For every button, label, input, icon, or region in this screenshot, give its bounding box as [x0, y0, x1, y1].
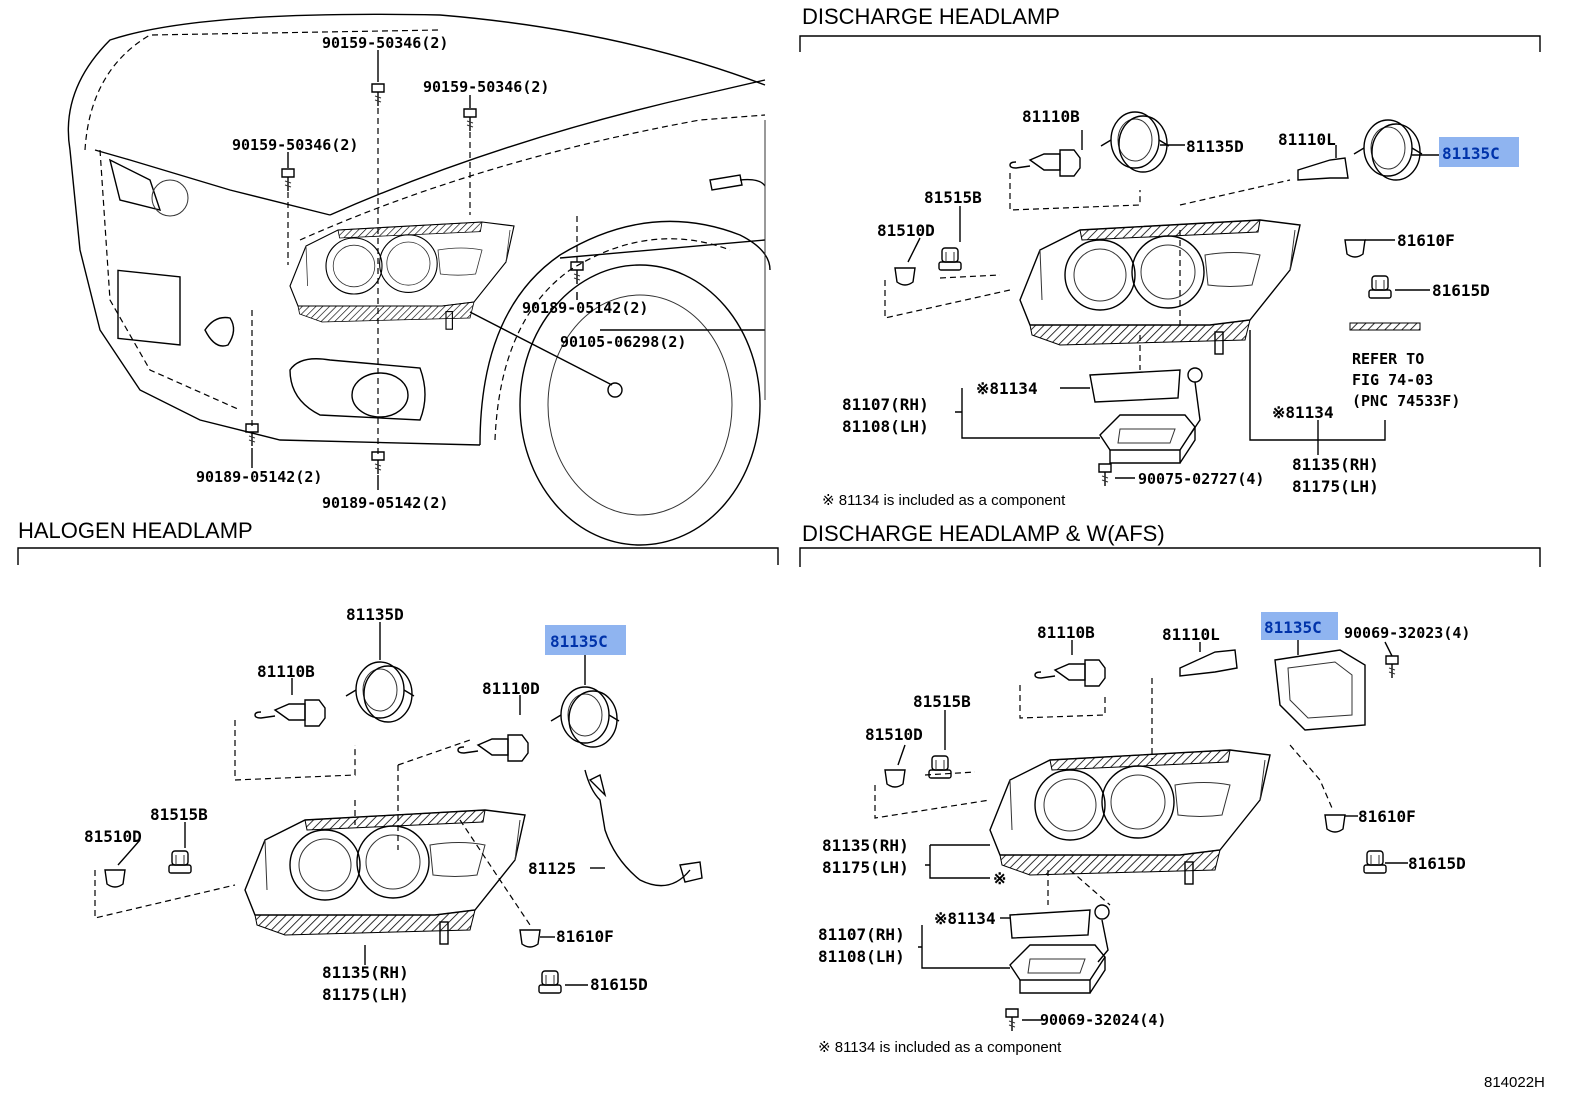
- halogen-section: HALOGEN HEADLAMP 81135D 81135C 81110B 8: [17, 518, 779, 1004]
- label-81515b: 81515B: [913, 692, 971, 711]
- label-81610f: 81610F: [1358, 807, 1416, 826]
- label-81135-rh: 81135(RH): [822, 836, 909, 855]
- overview-label: 90159-50346(2): [232, 136, 358, 154]
- label-81135c[interactable]: 81135C: [550, 632, 608, 651]
- label-81110b: 81110B: [1022, 107, 1080, 126]
- overview-label: 90105-06298(2): [560, 333, 686, 351]
- label-81135-rh: 81135(RH): [1292, 455, 1379, 474]
- label-81135d: 81135D: [1186, 137, 1244, 156]
- discharge-section: DISCHARGE HEADLAMP 81: [799, 4, 1541, 509]
- label-81615d: 81615D: [1408, 854, 1466, 873]
- label-81175-lh: 81175(LH): [322, 985, 409, 1004]
- label-81510d: 81510D: [865, 725, 923, 744]
- label-81108-lh: 81108(LH): [818, 947, 905, 966]
- overview-label: 90159-50346(2): [322, 34, 448, 52]
- refer-line-3: (PNC 74533F): [1352, 392, 1460, 410]
- label-81175-lh: 81175(LH): [822, 858, 909, 877]
- label-81510d: 81510D: [877, 221, 935, 240]
- label-81107-rh: 81107(RH): [818, 925, 905, 944]
- label-81515b: 81515B: [924, 188, 982, 207]
- vehicle-overview: 90159-50346(2) 90159-50346(2) 90159-5034…: [67, 13, 771, 546]
- section-title-halogen: HALOGEN HEADLAMP: [18, 518, 253, 543]
- label-90075: 90075-02727(4): [1138, 470, 1264, 488]
- label-81134-b: ※81134: [1272, 403, 1334, 422]
- label-81610f: 81610F: [556, 927, 614, 946]
- highlight-81135c: [1261, 612, 1338, 640]
- discharge-note: ※ 81134 is included as a component: [822, 492, 1066, 509]
- label-81125: 81125: [528, 859, 576, 878]
- overview-label: 90189-05142(2): [522, 299, 648, 317]
- label-90069-32023: 90069-32023(4): [1344, 624, 1470, 642]
- overview-label: 90189-05142(2): [322, 494, 448, 512]
- section-title-discharge: DISCHARGE HEADLAMP: [802, 4, 1060, 29]
- highlight-81135c: [1439, 137, 1519, 167]
- label-81108-lh: 81108(LH): [842, 417, 929, 436]
- afs-note: ※ 81134 is included as a component: [818, 1039, 1062, 1056]
- label-81135-rh: 81135(RH): [322, 963, 409, 982]
- label-90069-32024: 90069-32024(4): [1040, 1011, 1166, 1029]
- label-81515b: 81515B: [150, 805, 208, 824]
- label-81110l: 81110L: [1278, 130, 1336, 149]
- label-81175-lh: 81175(LH): [1292, 477, 1379, 496]
- afs-section: DISCHARGE HEADLAMP & W(AFS): [799, 521, 1541, 1056]
- label-asterisk: ※: [993, 869, 1006, 888]
- figure-id: 814022H: [1484, 1074, 1545, 1091]
- label-81110b: 81110B: [1037, 623, 1095, 642]
- label-81135c[interactable]: 81135C: [1264, 618, 1322, 637]
- label-81510d: 81510D: [84, 827, 142, 846]
- refer-line-1: REFER TO: [1352, 350, 1424, 368]
- highlight-81135c: [545, 625, 626, 655]
- overview-label: 90189-05142(2): [196, 468, 322, 486]
- refer-line-2: FIG 74-03: [1352, 371, 1433, 389]
- label-81107-rh: 81107(RH): [842, 395, 929, 414]
- label-81135d: 81135D: [346, 605, 404, 624]
- label-81134: ※81134: [934, 909, 996, 928]
- label-81610f: 81610F: [1397, 231, 1455, 250]
- label-81110l: 81110L: [1162, 625, 1220, 644]
- label-81134: ※81134: [976, 379, 1038, 398]
- label-81615d: 81615D: [1432, 281, 1490, 300]
- section-title-afs: DISCHARGE HEADLAMP & W(AFS): [802, 521, 1165, 546]
- overview-label: 90159-50346(2): [423, 78, 549, 96]
- label-81110b: 81110B: [257, 662, 315, 681]
- label-81135c[interactable]: 81135C: [1442, 144, 1500, 163]
- label-81615d: 81615D: [590, 975, 648, 994]
- label-81110d: 81110D: [482, 679, 540, 698]
